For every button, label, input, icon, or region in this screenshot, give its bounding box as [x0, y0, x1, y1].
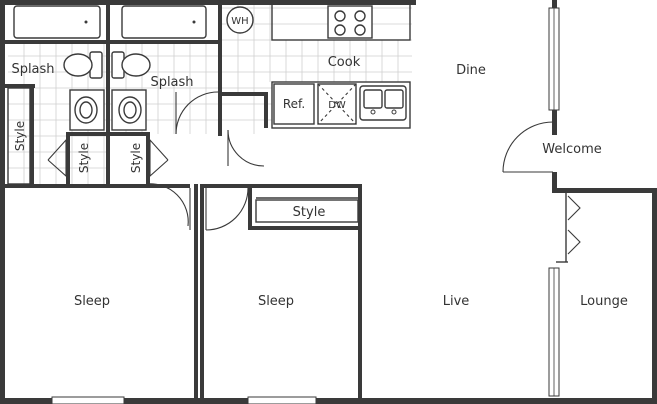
room-label-sleep-right: Sleep	[258, 294, 294, 309]
stove-icon	[327, 5, 373, 39]
entry-door	[502, 121, 554, 173]
bath-doors	[145, 91, 265, 231]
sink-left	[69, 89, 105, 131]
dishwasher-label: DW	[328, 100, 346, 111]
style-label-bath-left: Style	[77, 143, 91, 173]
water-heater-label: WH	[231, 16, 248, 27]
room-label-splash-left: Splash	[11, 62, 54, 77]
bath-tile-right	[110, 44, 218, 134]
toilet-right	[111, 51, 151, 79]
linen-closet-left	[47, 138, 67, 178]
lounge-closet-doors	[556, 193, 581, 263]
room-label-dine: Dine	[456, 63, 486, 78]
kitchen-sink-icon	[359, 85, 407, 121]
sink-right	[111, 89, 147, 131]
style-label-closet: Style	[293, 205, 326, 220]
style-label-left: Style	[13, 121, 27, 151]
room-label-live: Live	[443, 294, 470, 309]
toilet-left	[63, 51, 103, 79]
water-heater-icon	[226, 6, 254, 34]
linen-closet-right	[149, 138, 169, 178]
bathtub-left	[13, 5, 101, 39]
room-label-cook: Cook	[328, 55, 361, 70]
room-label-welcome: Welcome	[542, 142, 601, 157]
room-label-sleep-left: Sleep	[74, 294, 110, 309]
closet-left	[7, 87, 31, 185]
closet-bedroom	[255, 197, 359, 223]
windows	[51, 7, 560, 404]
refrigerator-label: Ref.	[283, 97, 305, 111]
room-label-lounge: Lounge	[580, 294, 628, 309]
kitchen-counter	[271, 3, 411, 129]
refrigerator-icon	[273, 83, 315, 125]
style-label-bath-right: Style	[129, 143, 143, 173]
room-label-splash-right: Splash	[150, 75, 193, 90]
dishwasher-icon	[317, 83, 357, 125]
bathtub-right	[121, 5, 207, 39]
